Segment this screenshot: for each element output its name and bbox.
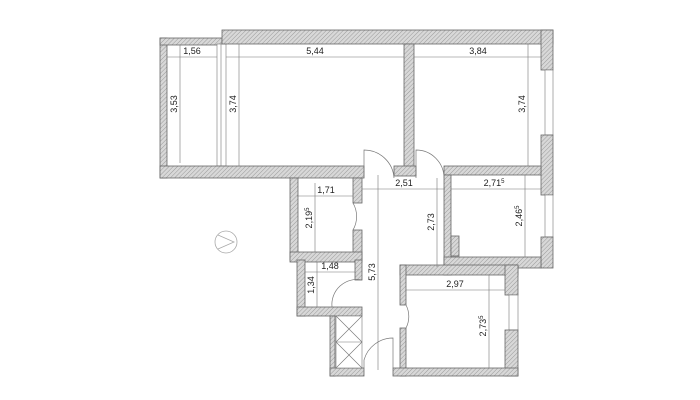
dimension-lines bbox=[167, 44, 541, 370]
dim-living-width: 5,44 bbox=[306, 46, 324, 56]
dim-corridor-width: 2,51 bbox=[395, 178, 413, 188]
dim-balcony-width: 1,56 bbox=[183, 46, 201, 56]
dim-toilet-width: 1,48 bbox=[321, 261, 339, 271]
ventilation-shaft bbox=[335, 315, 363, 369]
dim-room4-width: 2,97 bbox=[446, 279, 464, 289]
living-room-door bbox=[363, 149, 395, 179]
window bbox=[544, 69, 554, 136]
dim-balcony-length: 3,53 bbox=[169, 95, 179, 113]
walls bbox=[159, 29, 554, 377]
dim-bathroom-depth: 2,195 bbox=[304, 207, 314, 229]
balcony-glazing bbox=[216, 43, 227, 167]
dim-room3-depth: 2,465 bbox=[514, 205, 524, 227]
dim-toilet-depth: 1,34 bbox=[306, 276, 316, 294]
dim-bedroom1-depth: 3,74 bbox=[517, 95, 527, 113]
doors bbox=[331, 149, 445, 368]
dim-bedroom1-width: 3,84 bbox=[469, 46, 487, 56]
bathroom-door bbox=[352, 202, 357, 231]
bedroom-door bbox=[415, 149, 445, 179]
dim-room4-depth: 2,735 bbox=[478, 315, 488, 337]
dimension-labels: 1,56 3,53 5,44 3,74 3,84 3,74 1,71 2,195… bbox=[169, 46, 527, 336]
dim-bathroom-width: 1,71 bbox=[317, 185, 335, 195]
dim-room3-width: 2,715 bbox=[484, 178, 506, 188]
toilet-door bbox=[331, 279, 363, 308]
compass-north-icon bbox=[214, 230, 238, 254]
entrance-door bbox=[363, 337, 394, 368]
window bbox=[544, 194, 554, 238]
window bbox=[508, 294, 519, 331]
dim-corridor-depth: 2,73 bbox=[426, 213, 436, 231]
room-door bbox=[405, 304, 410, 329]
dim-corridor-length: 5,73 bbox=[367, 263, 377, 281]
dim-living-depth: 3,74 bbox=[228, 95, 238, 113]
